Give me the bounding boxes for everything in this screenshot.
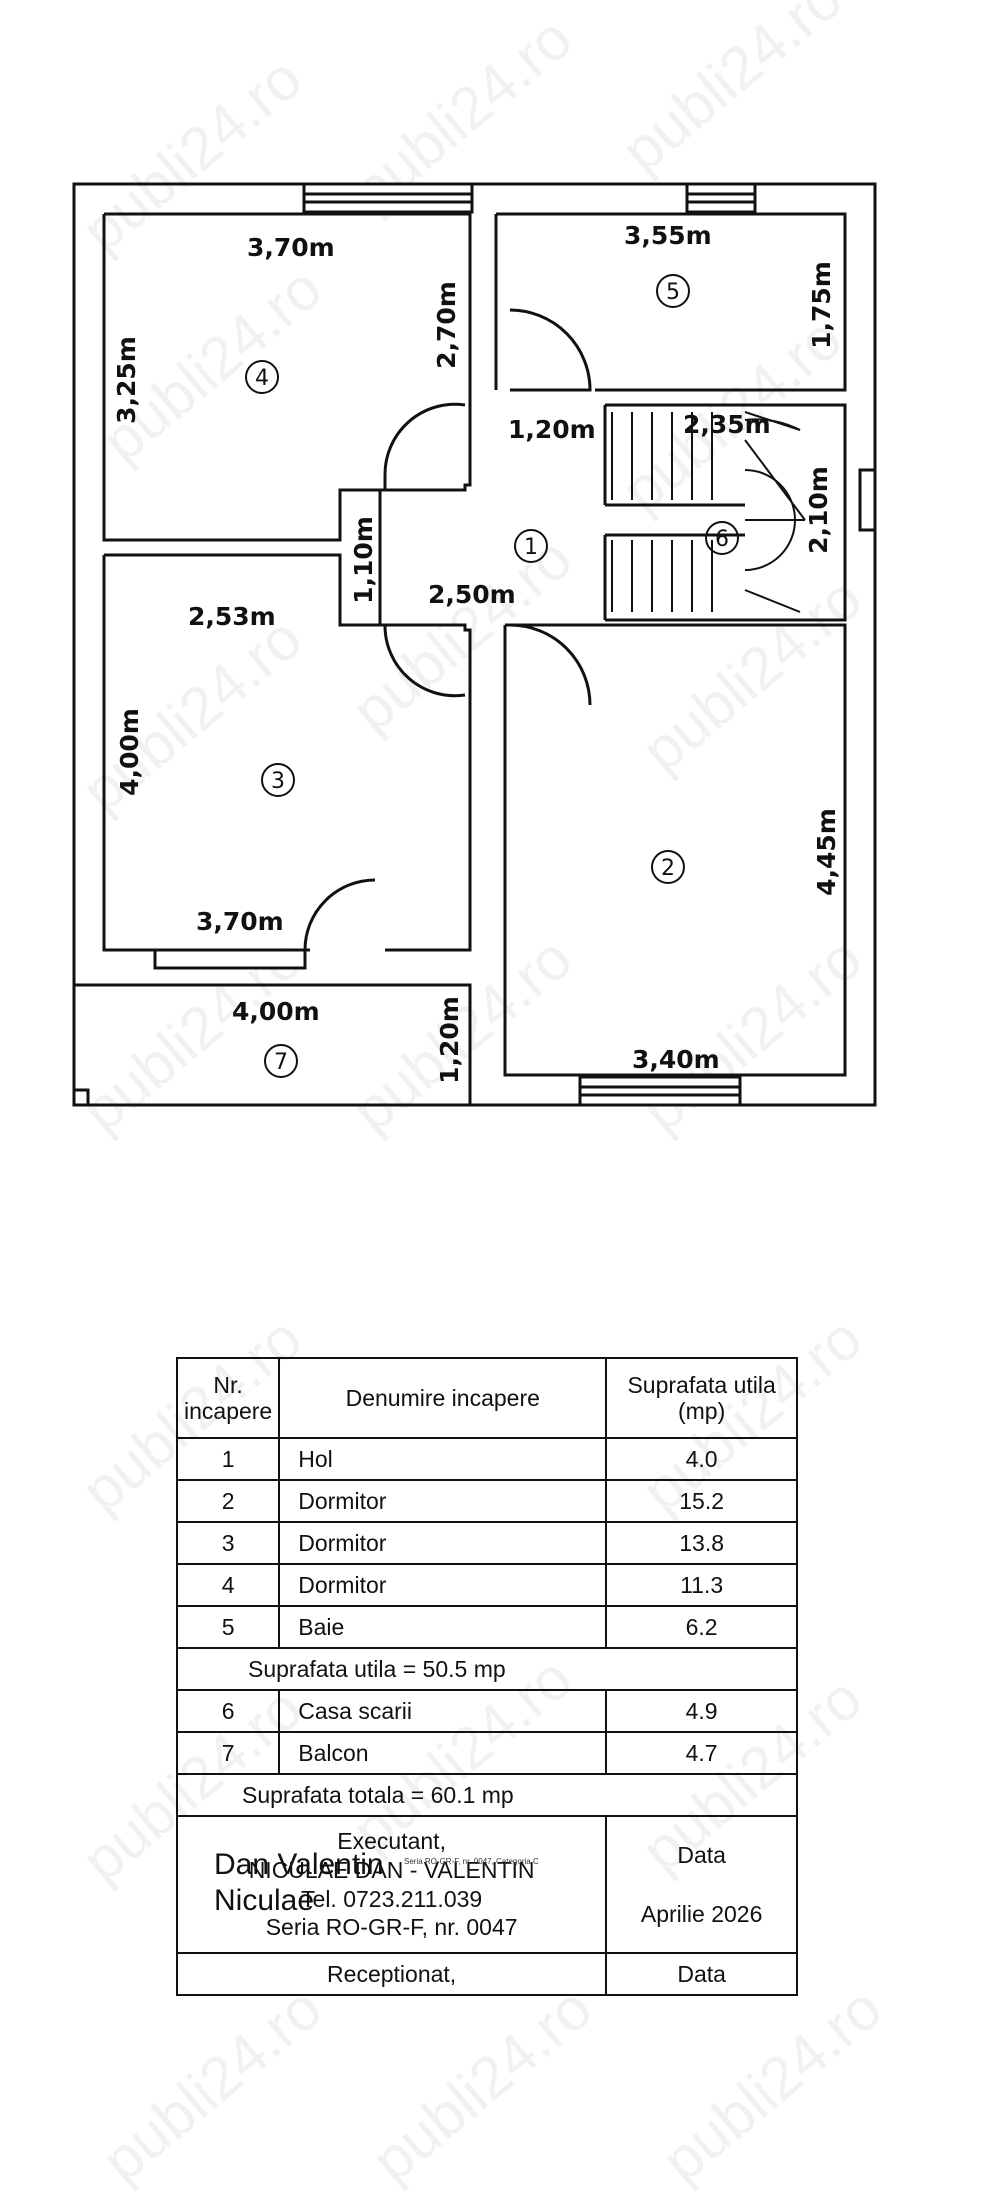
subtotal-text: Suprafata utila = 50.5 mp bbox=[176, 1647, 798, 1691]
date-value: Aprilie 2026 bbox=[640, 1900, 763, 1927]
signature-line-2: Niculae bbox=[214, 1884, 315, 1917]
date-cell: Data Aprilie 2026 bbox=[605, 1815, 798, 1954]
executant-label: Executant, bbox=[337, 1828, 446, 1854]
row-name: Balcon bbox=[278, 1731, 608, 1775]
window-room-3 bbox=[153, 948, 307, 970]
door-room-4 bbox=[383, 402, 466, 490]
date-label-2: Data bbox=[605, 1952, 798, 1996]
row-nr: 6 bbox=[175, 1689, 281, 1733]
dim-hall-width: 1,20m bbox=[508, 415, 596, 444]
total-row: Suprafata totala = 60.1 mp bbox=[176, 1773, 798, 1817]
row-name: Casa scarii bbox=[278, 1689, 608, 1733]
row-area: 11.3 bbox=[605, 1563, 798, 1607]
dim-room-2-height: 4,45m bbox=[812, 808, 841, 896]
watermark-text: publi24.ro bbox=[89, 1974, 335, 2195]
door-room-5 bbox=[509, 308, 592, 392]
row-area: 15.2 bbox=[605, 1479, 798, 1523]
row-nr: 1 bbox=[175, 1437, 281, 1481]
table-row: 3 Dormitor 13.8 bbox=[175, 1521, 798, 1565]
area-table: Nr. incapere Denumire incapere Suprafata… bbox=[175, 1357, 798, 1996]
dim-room-3-bottom: 3,70m bbox=[196, 907, 284, 936]
date-label: Data bbox=[677, 1841, 726, 1868]
window-bottom bbox=[578, 1075, 742, 1107]
dim-hall-niche: 1,10m bbox=[349, 516, 378, 604]
row-area: 6.2 bbox=[605, 1605, 798, 1649]
balcony-walls bbox=[74, 983, 472, 1105]
window-right bbox=[858, 468, 877, 532]
room-number-6: 6 bbox=[715, 527, 729, 552]
row-name: Dormitor bbox=[278, 1479, 608, 1523]
dim-balcony-depth: 1,20m bbox=[435, 996, 464, 1084]
dim-room-4-width: 3,70m bbox=[247, 233, 335, 262]
header-area: Suprafata utila (mp) bbox=[605, 1357, 798, 1439]
row-nr: 4 bbox=[175, 1563, 281, 1607]
room-4-walls bbox=[102, 212, 472, 542]
table-row: 4 Dormitor 11.3 bbox=[175, 1563, 798, 1607]
dim-room-4-height: 3,25m bbox=[112, 336, 141, 424]
dim-room-3-top: 2,53m bbox=[188, 602, 276, 631]
dim-stair-width: 2,35m bbox=[683, 410, 771, 439]
dim-room-2-width: 3,40m bbox=[632, 1045, 720, 1074]
dim-stair-height: 2,10m bbox=[804, 466, 833, 554]
room-number-7: 7 bbox=[274, 1050, 288, 1075]
subtotal-row: Suprafata utila = 50.5 mp bbox=[176, 1647, 798, 1691]
table-row: 7 Balcon 4.7 bbox=[175, 1731, 798, 1775]
dim-hall-upper: 2,70m bbox=[432, 281, 461, 369]
executant-tel: Tel. 0723.211.039 bbox=[301, 1885, 483, 1912]
row-name: Dormitor bbox=[278, 1521, 608, 1565]
executant-name: NICULAE DAN - VALENTIN bbox=[248, 1856, 535, 1883]
executant-serie: Seria RO-GR-F, nr. 0047 bbox=[265, 1914, 518, 1941]
total-text: Suprafata totala = 60.1 mp bbox=[176, 1773, 798, 1817]
digital-signature: Dan Valentin Niculae bbox=[214, 1847, 384, 1919]
receptionat-row: Receptionat, Data bbox=[175, 1952, 798, 1996]
floor-plan: 3,70m 3,25m 2,70m 3,55m 1,75m 1,20m 2,35… bbox=[72, 182, 877, 1107]
table-row: 5 Baie 6.2 bbox=[175, 1605, 798, 1649]
door-balcony bbox=[303, 878, 376, 951]
room-number-4: 4 bbox=[255, 366, 269, 391]
dim-room-3-height: 4,00m bbox=[115, 708, 144, 796]
watermark-text: publi24.ro bbox=[649, 1974, 895, 2195]
room-number-1: 1 bbox=[524, 535, 538, 560]
room-3-walls bbox=[104, 553, 472, 952]
row-nr: 7 bbox=[175, 1731, 281, 1775]
table-row: 2 Dormitor 15.2 bbox=[175, 1479, 798, 1523]
receptionat-label: Receptionat, bbox=[175, 1952, 608, 1996]
door-room-2 bbox=[509, 623, 592, 706]
signature-detail: Seria RO-GR-F, nr. 0047, Categoria C bbox=[404, 1857, 539, 1866]
room-number-5: 5 bbox=[666, 280, 680, 305]
executant-row: Executant, NICULAE DAN - VALENTIN Tel. 0… bbox=[175, 1815, 798, 1954]
stair-walls bbox=[605, 403, 847, 622]
row-area: 4.0 bbox=[605, 1437, 798, 1481]
row-name: Hol bbox=[278, 1437, 608, 1481]
room-number-3: 3 bbox=[271, 769, 285, 794]
row-area: 4.9 bbox=[605, 1689, 798, 1733]
table-row: 1 Hol 4.0 bbox=[175, 1437, 798, 1481]
outer-wall bbox=[72, 182, 877, 1107]
table-row: 6 Casa scarii 4.9 bbox=[175, 1689, 798, 1733]
room-5-walls bbox=[496, 212, 847, 392]
executant-cell: Executant, NICULAE DAN - VALENTIN Tel. 0… bbox=[175, 1815, 608, 1954]
dim-hall-length: 2,50m bbox=[428, 580, 516, 609]
signature-line-1: Dan Valentin bbox=[214, 1848, 384, 1881]
room-number-2: 2 bbox=[661, 856, 675, 881]
row-nr: 5 bbox=[175, 1605, 281, 1649]
row-nr: 3 bbox=[175, 1521, 281, 1565]
dim-balcony-width: 4,00m bbox=[232, 997, 320, 1026]
header-name: Denumire incapere bbox=[278, 1357, 608, 1439]
row-area: 4.7 bbox=[605, 1731, 798, 1775]
dim-room-5-height: 1,75m bbox=[807, 261, 836, 349]
door-room-3 bbox=[383, 624, 466, 698]
dim-room-5-width: 3,55m bbox=[624, 221, 712, 250]
row-name: Dormitor bbox=[278, 1563, 608, 1607]
row-nr: 2 bbox=[175, 1479, 281, 1523]
window-top-right bbox=[685, 182, 757, 214]
window-top-left bbox=[302, 182, 474, 214]
row-name: Baie bbox=[278, 1605, 608, 1649]
table-header-row: Nr. incapere Denumire incapere Suprafata… bbox=[175, 1357, 798, 1439]
header-nr: Nr. incapere bbox=[175, 1357, 281, 1439]
row-area: 13.8 bbox=[605, 1521, 798, 1565]
watermark-text: publi24.ro bbox=[359, 1974, 605, 2195]
room-2-walls bbox=[503, 623, 847, 1077]
